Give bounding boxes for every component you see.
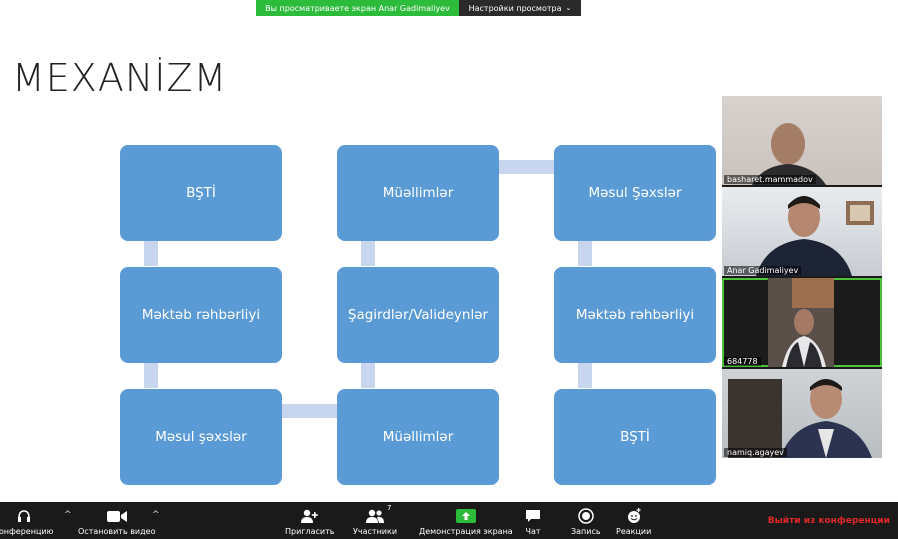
share-screen-button[interactable]: Демонстрация экрана: [419, 502, 513, 539]
chat-button[interactable]: Чат: [525, 502, 541, 539]
video-tile[interactable]: namiq.agayev: [722, 369, 882, 458]
stop-video-button[interactable]: Остановить видео: [78, 502, 155, 539]
connector: [499, 160, 554, 174]
connector: [282, 404, 337, 418]
participant-name: basharet.mammadov: [724, 175, 816, 184]
participant-avatar: [768, 278, 834, 367]
record-label: Запись: [571, 527, 601, 536]
invite-button[interactable]: Пригласить: [285, 502, 334, 539]
share-screen-icon: [455, 507, 476, 525]
slide-box: BŞTİ: [554, 389, 716, 485]
connector: [578, 363, 592, 388]
screen-share-banner: Вы просматриваете экран Anar Gadimaliyev…: [256, 0, 581, 16]
participant-name: Anar Gadimaliyev: [724, 266, 802, 275]
video-tile-active-speaker[interactable]: 684778: [722, 278, 882, 367]
chat-bubble-icon: [525, 507, 541, 525]
reactions-label: Реакции: [616, 527, 652, 536]
slide-title: MEXANİZM: [12, 56, 228, 100]
view-options-button[interactable]: Настройки просмотра ⌄: [459, 0, 581, 16]
share-screen-label: Демонстрация экрана: [419, 527, 513, 536]
record-button[interactable]: Запись: [571, 502, 601, 539]
slide-box: Müəllimlər: [337, 389, 499, 485]
slide-box: Məsul Şəxslər: [554, 145, 716, 241]
video-camera-icon: [106, 507, 127, 525]
participants-count: 7: [387, 504, 392, 512]
audio-options-caret[interactable]: ^: [64, 510, 72, 520]
connector: [361, 363, 375, 388]
view-options-label: Настройки просмотра: [468, 3, 562, 13]
video-tile[interactable]: basharet.mammadov: [722, 96, 882, 185]
participant-avatar: [756, 196, 874, 276]
meeting-toolbar: конференцию ^ Остановить видео ^ Приглас…: [0, 502, 898, 539]
participant-name: namiq.agayev: [724, 448, 787, 457]
audio-label: конференцию: [0, 527, 54, 536]
participant-avatar: [728, 379, 872, 458]
participants-label: Участники: [353, 527, 398, 536]
audio-button[interactable]: конференцию: [0, 502, 53, 539]
video-tile[interactable]: Anar Gadimaliyev: [722, 187, 882, 276]
video-label: Остановить видео: [78, 527, 156, 536]
slide-box: Məktəb rəhbərliyi: [120, 267, 282, 363]
chevron-down-icon: ⌄: [565, 4, 572, 12]
slide-box: Müəllimlər: [337, 145, 499, 241]
participant-video-panel: basharet.mammadov Anar Gadimaliyev 68477…: [722, 96, 882, 458]
invite-label: Пригласить: [285, 527, 335, 536]
slide-box: Şagirdlər/Valideynlər: [337, 267, 499, 363]
slide-box: Məsul şəxslər: [120, 389, 282, 485]
headphones-icon: [17, 507, 31, 525]
shared-slide: MEXANİZM BŞTİ Müəllimlər Məsul Şəxslər M…: [12, 56, 716, 485]
slide-box: BŞTİ: [120, 145, 282, 241]
participant-avatar: [752, 123, 826, 185]
slide-box: Məktəb rəhbərliyi: [554, 267, 716, 363]
leave-meeting-button[interactable]: Выйти из конференции: [767, 516, 890, 526]
record-icon: [578, 507, 594, 525]
participants-button[interactable]: Участники: [353, 502, 397, 539]
video-options-caret[interactable]: ^: [152, 510, 160, 520]
participant-name: 684778: [724, 357, 761, 366]
connector: [361, 241, 375, 266]
smiley-icon: [626, 507, 642, 525]
connector: [578, 241, 592, 266]
sharing-status: Вы просматриваете экран Anar Gadimaliyev: [256, 0, 459, 16]
chat-label: Чат: [525, 527, 541, 536]
connector: [144, 363, 158, 388]
reactions-button[interactable]: Реакции: [616, 502, 651, 539]
participants-icon: [365, 507, 385, 525]
connector: [144, 241, 158, 266]
add-user-icon: [300, 507, 319, 525]
